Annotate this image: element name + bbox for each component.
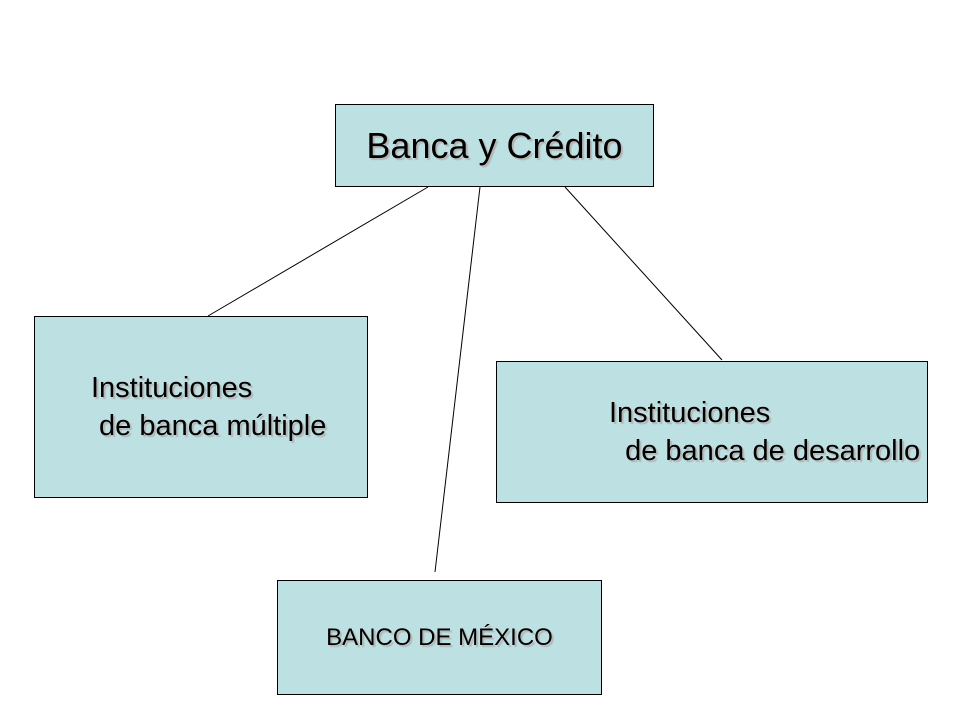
root-node-label: Banca y Crédito bbox=[366, 124, 623, 166]
node-banca-multiple-line-2: de banca múltiple bbox=[91, 410, 327, 442]
node-banco-de-mexico: BANCO DE MÉXICO bbox=[277, 580, 602, 695]
node-banca-desarrollo-line-2: de banca de desarrollo bbox=[609, 435, 921, 467]
node-banca-desarrollo: Instituciones de banca de desarrollo bbox=[496, 361, 928, 503]
node-banco-de-mexico-label: BANCO DE MÉXICO bbox=[326, 623, 553, 651]
node-banca-multiple: Instituciones de banca múltiple bbox=[34, 316, 368, 498]
node-banca-desarrollo-line-1: Instituciones bbox=[609, 397, 771, 429]
root-node-banca-y-credito: Banca y Crédito bbox=[335, 104, 654, 187]
connector-root-to-banxico bbox=[434, 186, 481, 573]
node-banca-multiple-line-1: Instituciones bbox=[91, 372, 253, 404]
connector-root-to-multiple bbox=[207, 186, 429, 317]
connector-root-to-desarrollo bbox=[564, 186, 723, 361]
